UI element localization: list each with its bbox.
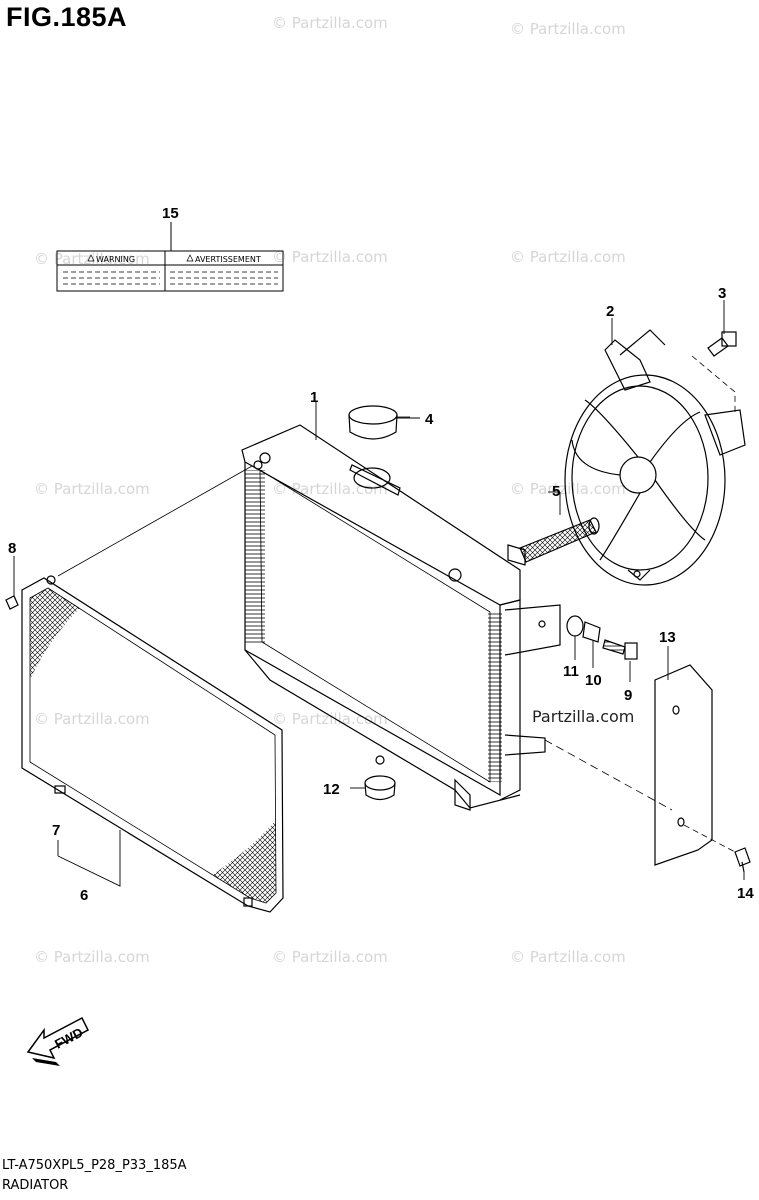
fwd-label: FWD bbox=[52, 1025, 85, 1052]
leader-line bbox=[691, 355, 736, 415]
watermark: © Partzilla.com bbox=[34, 250, 150, 268]
avertissement-text: AVERTISSEMENT bbox=[195, 255, 261, 264]
watermark: © Partzilla.com bbox=[510, 480, 626, 498]
watermarks: © Partzilla.com © Partzilla.com © Partzi… bbox=[34, 14, 634, 966]
warning-label bbox=[56, 222, 284, 292]
watermark: © Partzilla.com bbox=[510, 248, 626, 266]
watermark: © Partzilla.com bbox=[272, 248, 388, 266]
callout-1: 1 bbox=[310, 389, 318, 406]
push-clip bbox=[734, 847, 751, 873]
callout-8: 8 bbox=[8, 540, 16, 557]
callout-3: 3 bbox=[718, 285, 726, 302]
callout-12: 12 bbox=[323, 781, 340, 798]
callout-10: 10 bbox=[585, 672, 602, 689]
callout-14: 14 bbox=[737, 885, 754, 902]
callout-15: 15 bbox=[162, 205, 179, 222]
callout-4: 4 bbox=[425, 411, 434, 428]
fwd-arrow-icon: FWD bbox=[26, 1016, 89, 1066]
figure-title: FIG.185A bbox=[6, 2, 128, 32]
callout-2: 2 bbox=[606, 303, 614, 320]
cooling-fan bbox=[564, 329, 746, 586]
leader-line bbox=[544, 739, 673, 811]
watermark: © Partzilla.com bbox=[272, 480, 388, 498]
figure-name: RADIATOR bbox=[2, 1178, 69, 1193]
watermark: © Partzilla.com bbox=[34, 710, 150, 728]
radiator-screen bbox=[21, 460, 284, 913]
watermark: © Partzilla.com bbox=[272, 710, 388, 728]
figure-code: LT-A750XPL5_P28_P33_185A bbox=[2, 1158, 187, 1173]
callout-13: 13 bbox=[659, 629, 676, 646]
watermark-main: Partzilla.com bbox=[532, 707, 634, 726]
watermark: © Partzilla.com bbox=[510, 948, 626, 966]
callout-11: 11 bbox=[563, 663, 579, 680]
radiator bbox=[241, 424, 561, 811]
watermark: © Partzilla.com bbox=[34, 948, 150, 966]
watermark: © Partzilla.com bbox=[272, 14, 388, 32]
watermark: © Partzilla.com bbox=[272, 948, 388, 966]
callout-5: 5 bbox=[552, 483, 560, 500]
watermark: © Partzilla.com bbox=[510, 20, 626, 38]
warning-text: WARNING bbox=[96, 255, 135, 264]
hose-connector bbox=[519, 517, 600, 563]
callout-leaders bbox=[13, 300, 745, 887]
callouts: 1 2 3 4 5 6 7 8 9 10 11 12 13 14 15 bbox=[8, 205, 754, 904]
grommet bbox=[364, 775, 396, 801]
leader-line bbox=[57, 465, 253, 577]
watermark: © Partzilla.com bbox=[34, 480, 150, 498]
screen-clip bbox=[5, 595, 19, 610]
bolt bbox=[707, 331, 737, 357]
mounting-parts bbox=[566, 615, 638, 660]
radiator-cap bbox=[348, 405, 410, 440]
callout-6: 6 bbox=[80, 887, 88, 904]
callout-7: 7 bbox=[52, 822, 60, 839]
leader-line bbox=[683, 824, 738, 854]
callout-9: 9 bbox=[624, 687, 632, 704]
